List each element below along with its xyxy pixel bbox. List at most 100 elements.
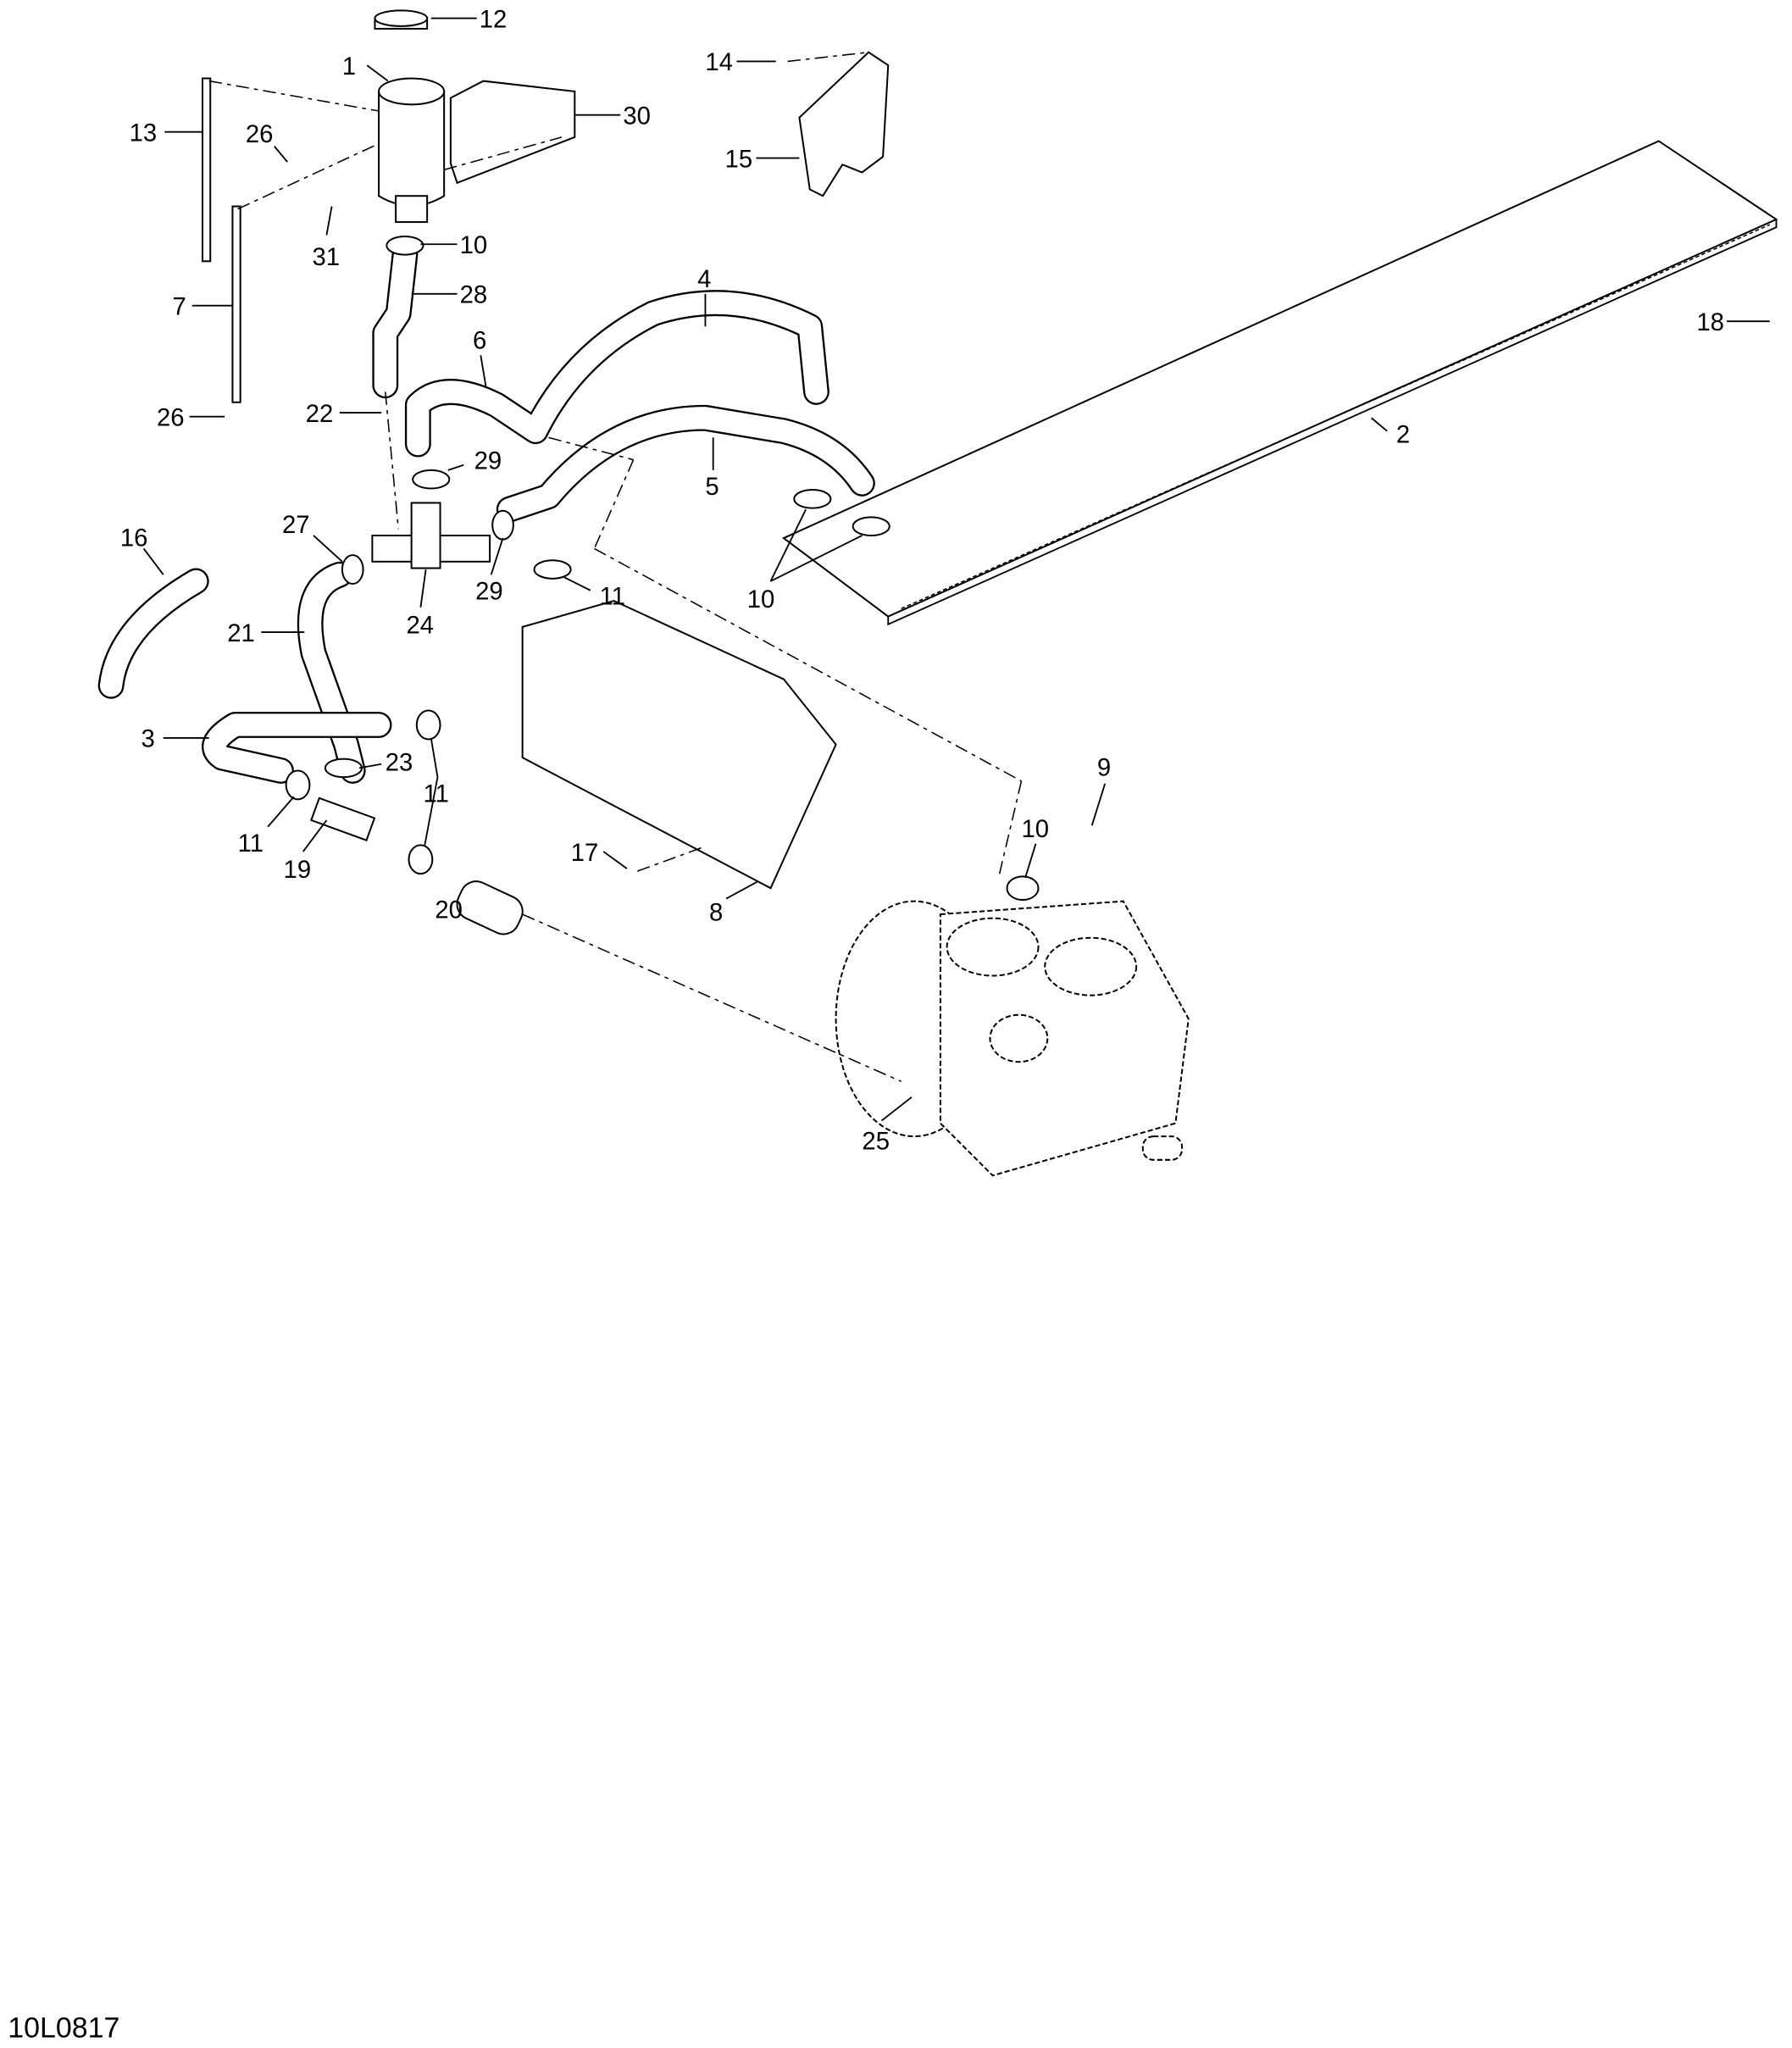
callout-label: 23 <box>386 748 413 776</box>
hose-inner <box>203 713 391 782</box>
hose-inner <box>498 407 874 521</box>
hose-clamp <box>412 469 451 490</box>
callout-label: 6 <box>473 327 486 355</box>
callout-label: 31 <box>312 243 340 271</box>
assembly-line <box>998 780 1023 875</box>
hose-clamp <box>415 709 441 741</box>
callout-label: 18 <box>1696 308 1724 336</box>
hose-inner <box>299 563 364 782</box>
callout-label: 10 <box>1021 815 1049 843</box>
callout-label: 15 <box>725 145 753 173</box>
assembly-line <box>593 459 635 549</box>
assembly-line <box>637 846 706 872</box>
bracket-part-30 <box>449 80 576 185</box>
assembly-line <box>237 142 380 210</box>
hoses <box>97 241 875 784</box>
callout-label: 11 <box>423 780 448 808</box>
leader-line <box>274 146 288 163</box>
dashed-assembly-lines <box>208 51 1023 1083</box>
hose-clamp <box>852 516 890 536</box>
leader-line <box>302 819 328 852</box>
callout-label: 27 <box>282 511 310 539</box>
diagram-reference-code: 10L0817 <box>8 2012 119 2045</box>
callout-label: 4 <box>697 265 711 293</box>
leader-line <box>313 535 343 563</box>
leader-line <box>1090 783 1107 826</box>
leader-line <box>725 880 758 900</box>
hose-inner <box>99 569 208 697</box>
callout-label: 10 <box>747 586 775 613</box>
leader-line <box>602 851 628 869</box>
callout-label: 16 <box>120 524 148 552</box>
bracket-part-15 <box>798 51 890 197</box>
assembly-line <box>443 136 563 171</box>
callout-label: 26 <box>246 120 274 148</box>
callout-label: 3 <box>141 725 155 753</box>
hose-clamp <box>491 509 514 541</box>
leader-line <box>142 547 164 575</box>
heat-exchanger-part-8 <box>521 600 837 890</box>
callout-label: 2 <box>1396 421 1410 449</box>
callout-label: 29 <box>474 447 502 475</box>
callout-label: 19 <box>284 856 312 884</box>
hose-clamps <box>285 236 1040 1102</box>
callout-label: 7 <box>173 292 186 320</box>
tee-fitting-part-19 <box>310 796 376 841</box>
hose-clamp <box>341 554 364 586</box>
leader-line <box>358 763 382 769</box>
callout-label: 14 <box>705 48 733 76</box>
assembly-line <box>787 51 869 63</box>
assembly-line <box>594 547 1022 782</box>
leader-line <box>880 1096 913 1122</box>
hose-inner <box>374 243 417 397</box>
callout-label: 30 <box>623 102 651 130</box>
callout-label: 11 <box>238 830 264 857</box>
leader-line <box>1370 417 1388 432</box>
callout-label: 12 <box>480 5 508 33</box>
assembly-line <box>385 391 399 530</box>
leader-line <box>267 796 295 828</box>
hose-clamp <box>793 489 832 509</box>
callout-label: 24 <box>406 612 434 640</box>
leader-line <box>430 737 439 778</box>
leader-line <box>447 463 464 471</box>
leader-line <box>366 64 389 82</box>
hose-inner <box>407 291 828 456</box>
hose-clamp <box>386 236 424 256</box>
callout-label: 25 <box>862 1127 890 1155</box>
tee-fitting-part-24 <box>371 502 491 569</box>
leader-lines <box>142 17 1770 1122</box>
hose-part-20 <box>456 880 524 935</box>
hose-clamp <box>1006 875 1040 902</box>
hose-clamp <box>533 559 572 580</box>
callout-label: 28 <box>460 281 488 309</box>
leader-line <box>563 576 591 591</box>
leader-line <box>770 535 863 582</box>
callout-label: 17 <box>571 839 599 867</box>
callout-label: 21 <box>227 619 255 647</box>
hose-clamp <box>324 758 363 779</box>
reservoir-cap-part-12 <box>374 9 429 30</box>
callout-label: 20 <box>435 896 463 924</box>
callout-label: 11 <box>600 583 625 611</box>
hose-clamp <box>285 769 311 801</box>
callout-label: 8 <box>709 899 723 927</box>
leader-line <box>424 776 439 847</box>
callout-label: 5 <box>705 473 718 501</box>
assembly-line <box>208 80 380 112</box>
coolant-reservoir-part-1 <box>378 77 446 224</box>
callout-label: 10 <box>460 231 488 259</box>
callout-label: 22 <box>306 400 334 428</box>
callout-label: 29 <box>475 578 503 606</box>
leader-line <box>1024 843 1037 879</box>
leader-line <box>325 206 333 236</box>
tube-part-7 <box>231 205 241 403</box>
leader-line <box>490 537 504 575</box>
hose-clamp <box>408 844 434 875</box>
radiator-part-2 <box>781 140 1778 626</box>
leader-line <box>769 508 807 582</box>
leader-line <box>419 569 427 608</box>
